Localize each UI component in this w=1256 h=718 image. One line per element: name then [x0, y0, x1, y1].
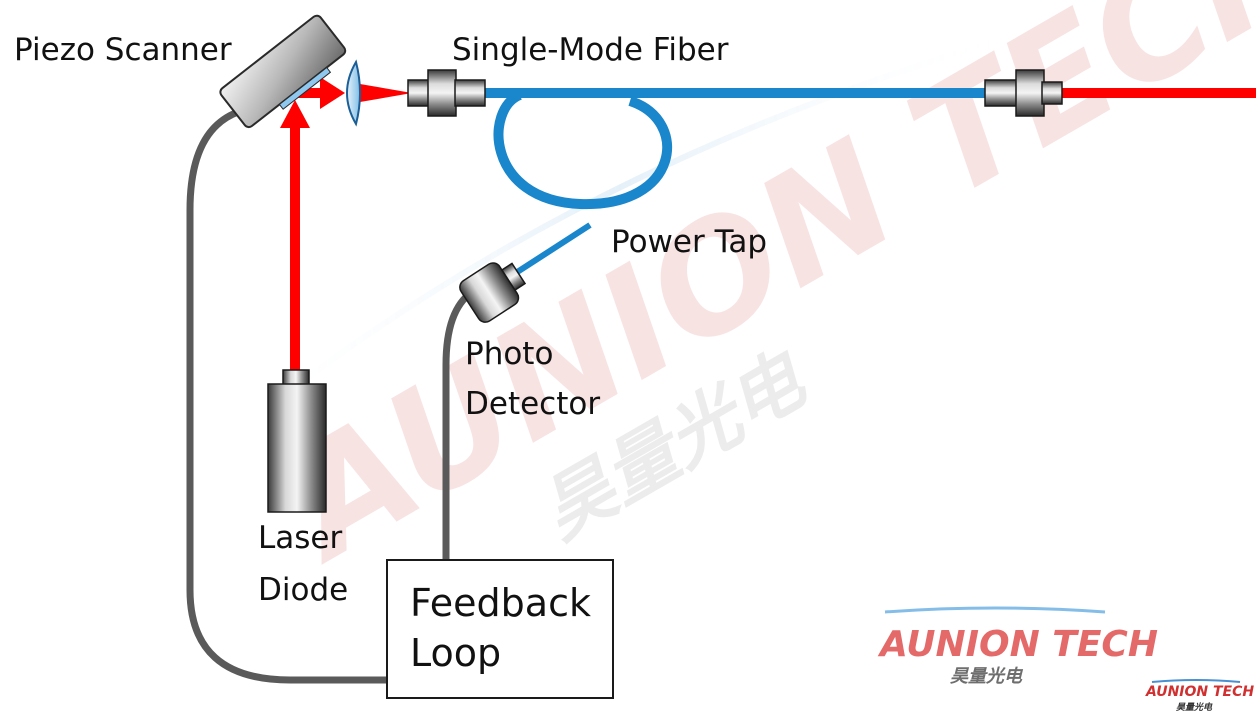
laser-beam-to-lens [292, 88, 327, 98]
single-mode-fiber [480, 88, 988, 281]
piezo-mirror-surface [278, 66, 332, 110]
focused-beam-cone [360, 84, 412, 102]
photo-detector [459, 262, 527, 323]
laser-beam-vertical [290, 122, 300, 374]
small-brand-logo-swoosh [1151, 679, 1241, 683]
brand-logo-chinese: 昊量光电 [950, 666, 1024, 687]
fiber-tap-branch [506, 222, 592, 281]
small-brand-logo-text: AUNION TECH [1145, 684, 1254, 700]
label-feedback-loop-line1: Feedback [410, 581, 591, 625]
label-feedback-loop-line2: Loop [410, 631, 501, 675]
label-photo-detector-line1: Photo [465, 336, 553, 372]
laser-beam-vertical-arrowhead [280, 100, 310, 128]
laser-output-beam [1058, 88, 1256, 98]
label-photo-detector-line2: Detector [465, 386, 600, 422]
label-laser-diode-line2: Diode [258, 572, 348, 608]
label-power-tap: Power Tap [611, 224, 767, 260]
small-brand-logo: AUNION TECH 昊量光电 [1145, 679, 1254, 713]
label-single-mode-fiber: Single-Mode Fiber [452, 32, 729, 68]
laser-diode [267, 369, 327, 513]
laser-beam-to-lens-arrowhead [320, 77, 345, 109]
laser-diode-body [267, 383, 327, 513]
small-brand-logo-chinese: 昊量光电 [1176, 702, 1213, 713]
brand-logo-swoosh [884, 606, 1106, 614]
label-piezo-scanner: Piezo Scanner [14, 32, 232, 68]
piezo-scanner [219, 14, 347, 129]
piezo-feedback-cable [186, 108, 392, 684]
feedback-loop-box [386, 559, 614, 699]
fiber-input-connector [407, 69, 486, 117]
label-laser-diode-line1: Laser [258, 520, 342, 556]
fiber-loop [493, 90, 672, 210]
brand-logo-text: AUNION TECH [877, 624, 1158, 665]
brand-logo: AUNION TECH 昊量光电 [877, 606, 1158, 687]
laser-beams [280, 77, 1256, 374]
coupling-lens [346, 59, 361, 127]
fiber-output-connector [984, 69, 1063, 117]
